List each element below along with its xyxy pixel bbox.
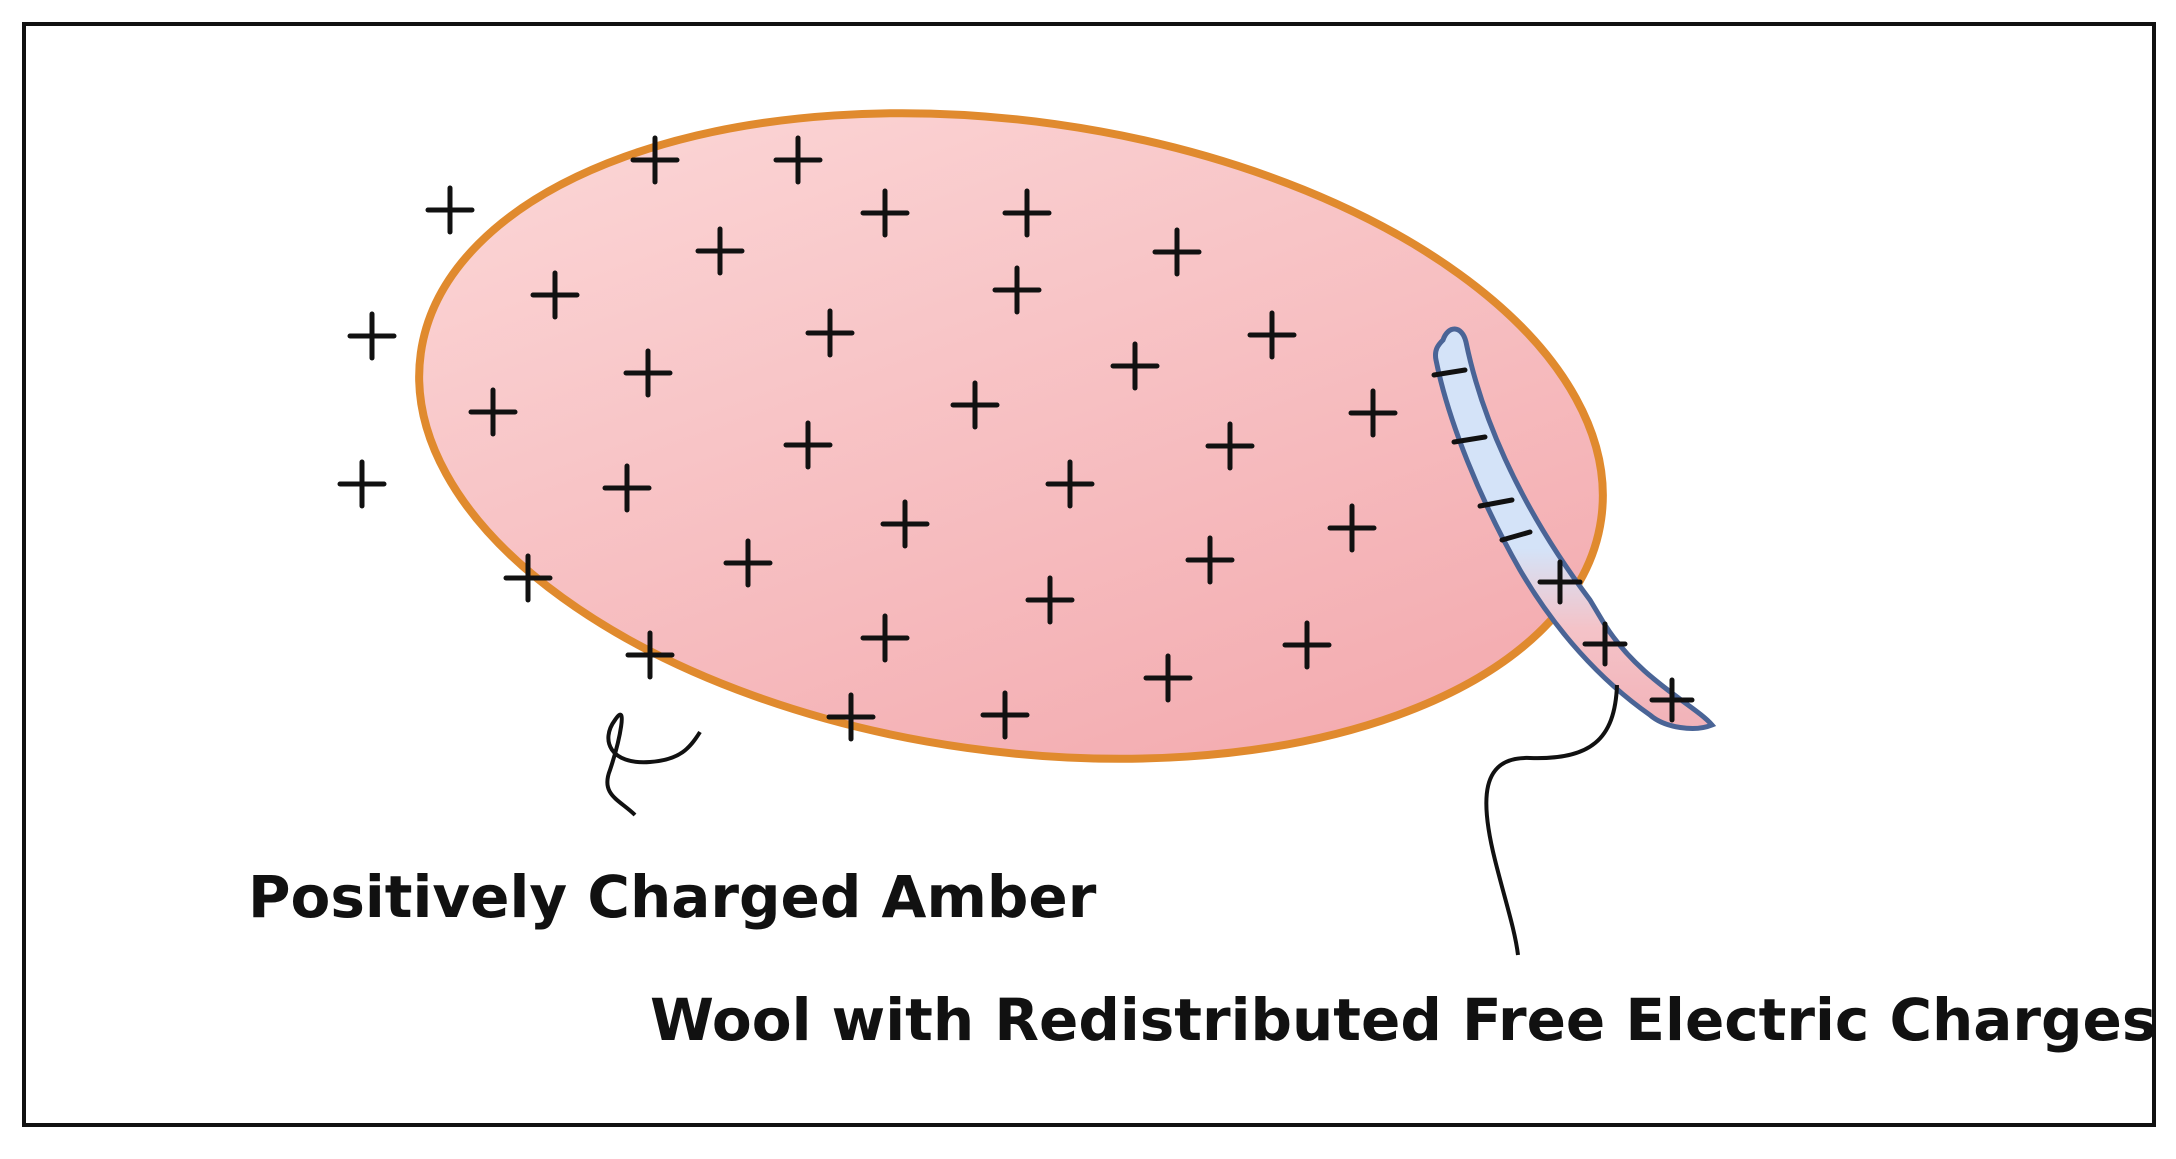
amber-plus-charge xyxy=(826,692,876,742)
amber-plus-charge xyxy=(1327,503,1377,553)
wool-redistributed-charges xyxy=(1431,367,1695,723)
amber-plus-charge xyxy=(880,499,930,549)
amber-plus-charge xyxy=(1282,620,1332,670)
amber-plus-charge xyxy=(860,188,910,238)
amber-plus-charge xyxy=(625,630,675,680)
wool-positive-charge xyxy=(1649,677,1695,723)
amber-plus-charge xyxy=(860,613,910,663)
amber-plus-charge xyxy=(783,420,833,470)
amber-plus-charge xyxy=(695,226,745,276)
wool-negative-charge xyxy=(1451,434,1488,445)
amber-plus-charge xyxy=(1110,341,1160,391)
amber-plus-charge xyxy=(1205,421,1255,471)
wool-negative-charge xyxy=(1499,529,1533,543)
amber-plus-charge xyxy=(1045,459,1095,509)
amber-leader-line xyxy=(605,712,702,817)
amber-plus-charge xyxy=(723,538,773,588)
amber-body xyxy=(415,109,1607,763)
amber-plus-charge xyxy=(503,553,553,603)
amber-plus-charge xyxy=(950,380,1000,430)
amber-label: Positively Charged Amber xyxy=(248,863,1097,931)
amber-plus-charge xyxy=(980,690,1030,740)
wool-negative-charge xyxy=(1431,367,1468,378)
amber-plus-charge xyxy=(530,270,580,320)
amber-plus-charge xyxy=(630,135,680,185)
amber-plus-charge xyxy=(337,459,387,509)
wool-leader-line xyxy=(1484,684,1619,956)
wool-positive-charge xyxy=(1582,621,1628,667)
wool-label: Wool with Redistributed Free Electric Ch… xyxy=(650,986,2156,1054)
amber-positive-charges xyxy=(337,135,1398,742)
amber-plus-charge xyxy=(468,387,518,437)
amber-plus-charge xyxy=(1002,188,1052,238)
amber-plus-charge xyxy=(1143,653,1193,703)
amber-plus-charge xyxy=(623,348,673,398)
amber-plus-charge xyxy=(1247,310,1297,360)
amber-plus-charge xyxy=(1348,388,1398,438)
amber-plus-charge xyxy=(1185,535,1235,585)
amber-plus-charge xyxy=(773,135,823,185)
amber-plus-charge xyxy=(992,265,1042,315)
wool-positive-charge xyxy=(1537,559,1583,605)
amber-plus-charge xyxy=(602,463,652,513)
amber-plus-charge xyxy=(805,308,855,358)
amber-plus-charge xyxy=(347,311,397,361)
wool-negative-charge xyxy=(1477,497,1515,509)
amber-plus-charge xyxy=(1152,227,1202,277)
amber-plus-charge xyxy=(425,185,475,235)
amber-plus-charge xyxy=(1025,575,1075,625)
